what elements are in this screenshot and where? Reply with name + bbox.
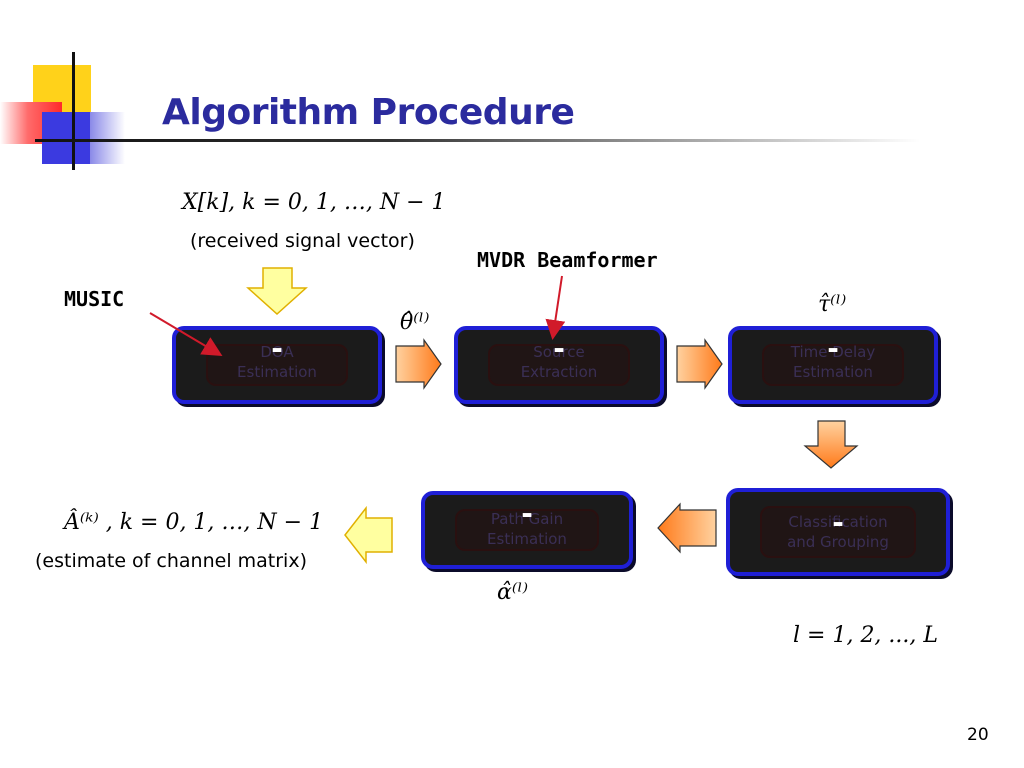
- title-underline: [35, 139, 920, 142]
- box-dash: -: [271, 332, 283, 365]
- input-caption: (received signal vector): [190, 230, 415, 252]
- mvdr-label: MVDR Beamformer: [477, 248, 658, 272]
- box-inner: [455, 509, 599, 551]
- logo-vertical-line: [72, 52, 75, 170]
- music-label: MUSIC: [64, 287, 125, 311]
- arrow-source-to-delay: [676, 338, 723, 390]
- box-dash: -: [827, 332, 839, 365]
- arrow-delay-to-classification: [803, 420, 859, 469]
- page-number: 20: [967, 725, 989, 745]
- box-inner: [760, 506, 916, 558]
- logo-blue-square: [42, 112, 92, 164]
- box-inner: [762, 344, 904, 386]
- arrow-doa-to-source: [395, 338, 442, 390]
- alpha-label: α̂⁽ˡ⁾: [497, 580, 529, 605]
- output-formula: Â⁽ᵏ⁾ , k = 0, 1, …, N − 1: [64, 510, 324, 535]
- output-left-arrow: [344, 505, 393, 565]
- tau-label: τ̂⁽ˡ⁾: [818, 292, 847, 317]
- box-dash: -: [521, 497, 533, 530]
- output-caption: (estimate of channel matrix): [35, 550, 307, 572]
- arrow-classification-to-pathgain: [657, 502, 717, 554]
- box-dash: -: [832, 506, 844, 539]
- logo-blue-fade: [90, 112, 125, 164]
- slide-title: Algorithm Procedure: [162, 92, 575, 133]
- index-range: l = 1, 2, ..., L: [793, 623, 938, 648]
- theta-label: θ̂⁽ˡ⁾: [400, 310, 430, 335]
- input-down-arrow: [246, 267, 308, 316]
- box-inner: [206, 344, 348, 386]
- input-formula: X[k], k = 0, 1, …, N − 1: [182, 190, 446, 215]
- box-inner: [488, 344, 630, 386]
- box-dash: -: [553, 332, 565, 365]
